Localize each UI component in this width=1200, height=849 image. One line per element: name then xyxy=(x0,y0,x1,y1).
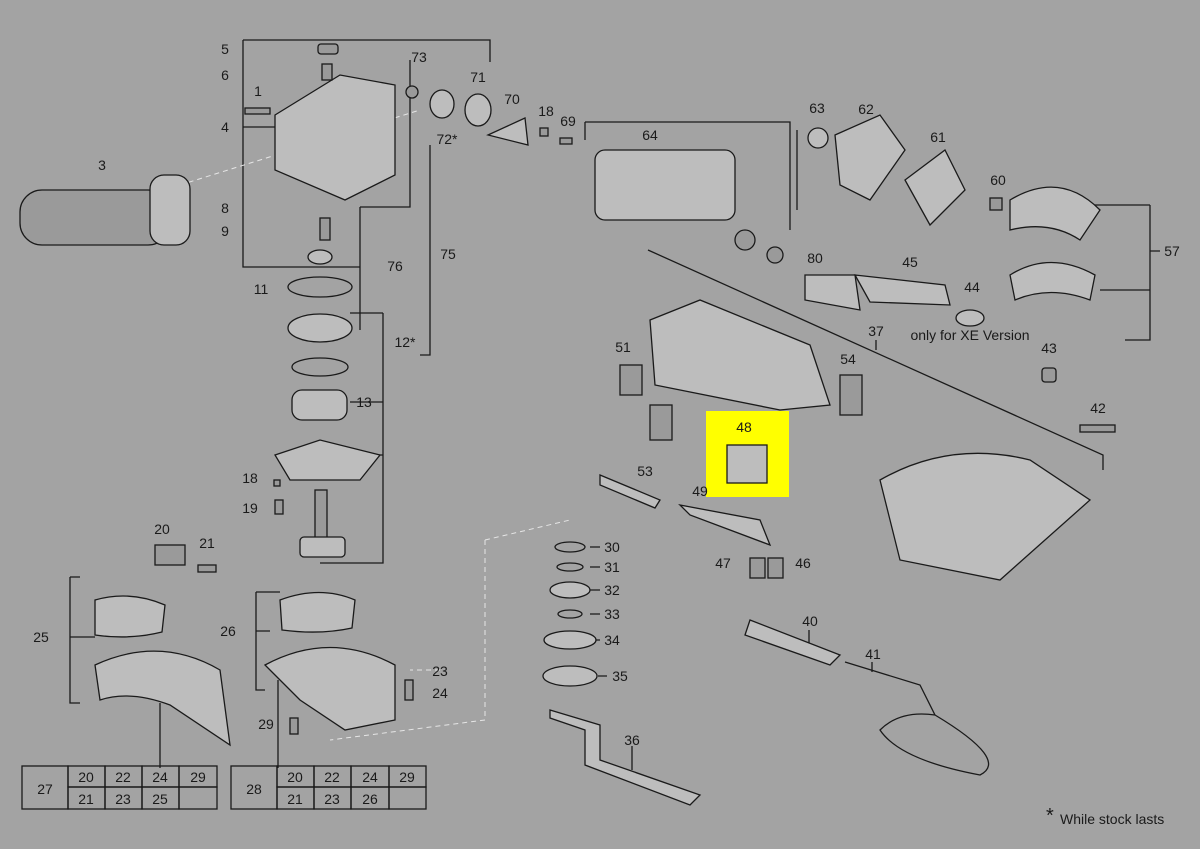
part-label: 18 xyxy=(242,470,258,486)
part-label: 57 xyxy=(1164,243,1180,259)
motor-housing xyxy=(649,299,831,411)
kit-number: 27 xyxy=(37,781,53,797)
kit-cell: 21 xyxy=(287,791,303,807)
kit-cell: 23 xyxy=(324,791,340,807)
part-label: 46 xyxy=(795,555,811,571)
part-label: 80 xyxy=(807,250,823,266)
part-label: 5 xyxy=(221,41,229,57)
kit-cell: 29 xyxy=(190,769,206,785)
part-label: 12* xyxy=(394,334,416,350)
part-label: 30 xyxy=(604,539,620,555)
part-label: 73 xyxy=(411,49,427,65)
part-label: 23 xyxy=(432,663,448,679)
part-label: 40 xyxy=(802,613,818,629)
part-label: 75 xyxy=(440,246,456,262)
part-label: 47 xyxy=(715,555,731,571)
kit-cell: 26 xyxy=(362,791,378,807)
gear-housing xyxy=(274,74,396,201)
part-label: 34 xyxy=(604,632,620,648)
part-label-48: 48 xyxy=(736,419,752,435)
part-label: 29 xyxy=(258,716,274,732)
part-label: 76 xyxy=(387,258,403,274)
part-label: 19 xyxy=(242,500,258,516)
part-label: 61 xyxy=(930,129,946,145)
part-label: 20 xyxy=(154,521,170,537)
part-label: 43 xyxy=(1041,340,1057,356)
part-label: 33 xyxy=(604,606,620,622)
kit-cell: 21 xyxy=(78,791,94,807)
stock-note: While stock lasts xyxy=(1060,811,1164,827)
part-label: 71 xyxy=(470,69,486,85)
side-handle xyxy=(19,189,171,246)
part-label: 72* xyxy=(436,131,458,147)
kit-cell: 23 xyxy=(115,791,131,807)
part-label: 69 xyxy=(560,113,576,129)
part-label: 3 xyxy=(98,157,106,173)
dashed-guides xyxy=(179,109,571,741)
part-label: 51 xyxy=(615,339,631,355)
part-label: 42 xyxy=(1090,400,1106,416)
part-label: 41 xyxy=(865,646,881,662)
part-label: 37 xyxy=(868,323,884,339)
part-label: 70 xyxy=(504,91,520,107)
kit-number: 28 xyxy=(246,781,262,797)
part-label: 8 xyxy=(221,200,229,216)
kit-cell: 29 xyxy=(399,769,415,785)
kit-cell: 20 xyxy=(78,769,94,785)
part-label: 24 xyxy=(432,685,448,701)
kit-table-28: 28 20 22 24 29 21 23 26 xyxy=(230,765,427,810)
part-label: 62 xyxy=(858,101,874,117)
kit-cell: 25 xyxy=(152,791,168,807)
part-label: 64 xyxy=(642,127,658,143)
part-label: 54 xyxy=(840,351,856,367)
part-label: 49 xyxy=(692,483,708,499)
armature xyxy=(594,149,736,221)
part-label: 60 xyxy=(990,172,1006,188)
part-label: 44 xyxy=(964,279,980,295)
part-label: 18 xyxy=(538,103,554,119)
kit-cell: 24 xyxy=(152,769,168,785)
switch-part xyxy=(726,444,768,484)
rear-housing xyxy=(879,452,1092,581)
part-label: 11 xyxy=(254,281,269,297)
part-label: 9 xyxy=(221,223,229,239)
part-label: 21 xyxy=(199,535,215,551)
kit-cell: 22 xyxy=(115,769,131,785)
part-label: 13 xyxy=(356,394,372,410)
part-label: 25 xyxy=(33,629,49,645)
kit-cell: 24 xyxy=(362,769,378,785)
part-label: 26 xyxy=(220,623,236,639)
kit-cell: 22 xyxy=(324,769,340,785)
asterisk: * xyxy=(1046,805,1054,827)
xe-version-note: only for XE Version xyxy=(910,327,1029,343)
kit-cell: 20 xyxy=(287,769,303,785)
part-labels: 5 6 1 4 3 8 9 11 76 75 73 71 72* 70 18 6… xyxy=(33,41,1180,748)
part-label: 53 xyxy=(637,463,653,479)
part-label: 35 xyxy=(612,668,628,684)
part-label: 4 xyxy=(221,119,229,135)
part-label: 32 xyxy=(604,582,620,598)
part-label: 36 xyxy=(624,732,640,748)
part-label: 63 xyxy=(809,100,825,116)
parts xyxy=(19,43,1116,806)
part-label: 45 xyxy=(902,254,918,270)
part-label: 31 xyxy=(604,559,620,575)
part-label: 6 xyxy=(221,67,229,83)
part-label: 1 xyxy=(254,83,262,99)
kit-table-27: 27 20 22 24 29 21 23 25 xyxy=(21,765,218,810)
